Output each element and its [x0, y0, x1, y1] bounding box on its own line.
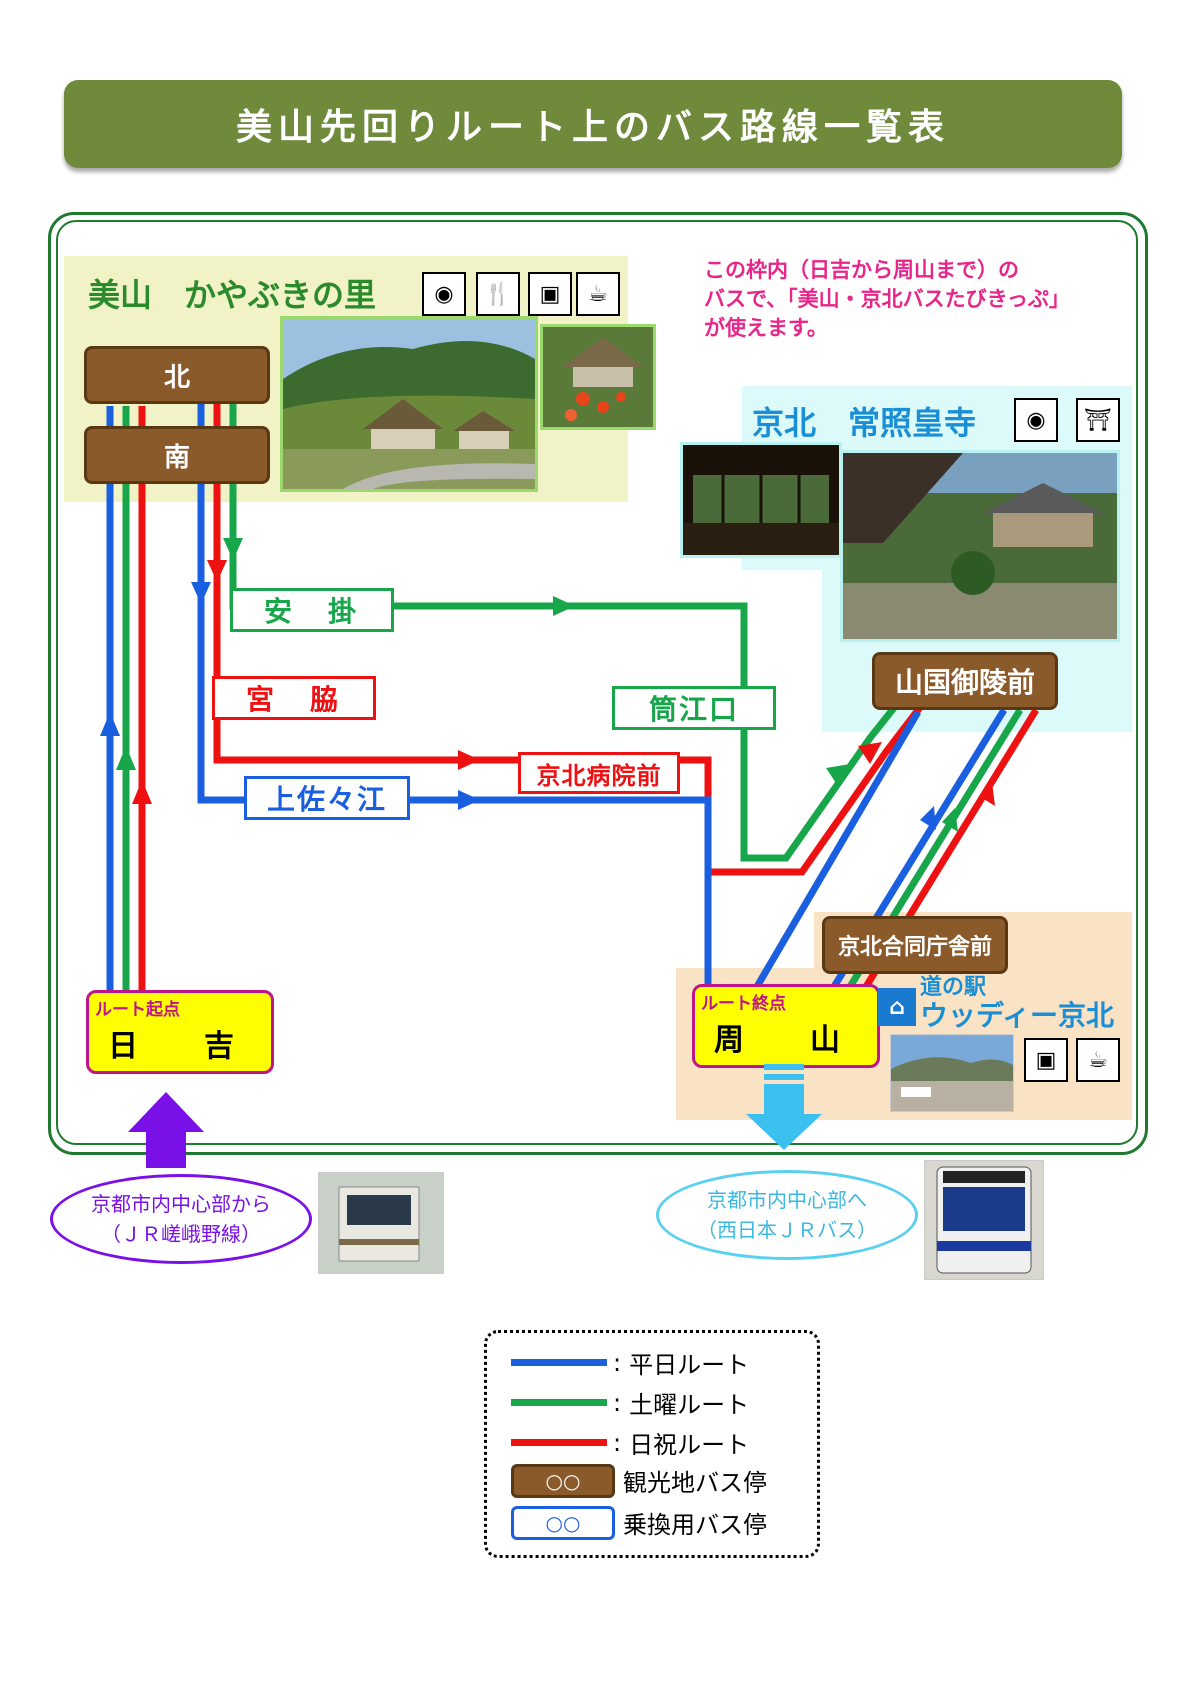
- miyama-flower-illustration: [543, 327, 653, 427]
- legend-weekday-swatch: [511, 1359, 607, 1366]
- jr-bus-photo: [924, 1160, 1044, 1280]
- direction-arrows: [100, 538, 995, 832]
- end-terminal-shuzan: ルート終点 周 山: [692, 984, 880, 1068]
- miyama-village-photo: [280, 316, 538, 492]
- stop-yamaguni-goryo: 山国御陵前: [872, 652, 1058, 710]
- ticket-note: この枠内（日吉から周山まで）の バスで、「美山・京北バスたびきっぷ」 が使えます…: [704, 258, 1070, 340]
- legend-tourist-stop: ○○ 観光地バス停: [511, 1463, 767, 1498]
- shopping-icon: ▣: [1024, 1038, 1068, 1082]
- ticket-area-frame-inner: [56, 220, 1138, 1145]
- stop-agake: 安 掛: [230, 588, 394, 632]
- cafe-icon: ☕: [1076, 1038, 1120, 1082]
- to-kyoto-arrow: [746, 1064, 822, 1150]
- michi-no-eki-illustration: [891, 1035, 1013, 1111]
- page-title: 美山先回りルート上のバス路線一覧表: [64, 80, 1122, 168]
- stop-keihoku-godo: 京北合同庁舎前: [822, 916, 1008, 974]
- michi-no-eki-label: 道の駅 ウッディー京北: [920, 975, 1115, 1032]
- ticket-area-frame: [48, 212, 1148, 1155]
- stop-keihoku-hospital: 京北病院前: [518, 752, 680, 794]
- stop-miyama-south: 南: [84, 426, 270, 484]
- legend-saturday: : 土曜ルート: [511, 1385, 749, 1420]
- legend-saturday-swatch: [511, 1399, 607, 1406]
- stop-kamisasae: 上佐々江: [244, 776, 410, 820]
- legend-holiday-swatch: [511, 1439, 607, 1446]
- jouzou-temple-illustration: [843, 453, 1117, 639]
- legend-weekday: : 平日ルート: [511, 1345, 749, 1380]
- jr-train-photo: [318, 1172, 444, 1274]
- to-kyoto-label: 京都市内中心部へ （西日本ＪＲバス）: [656, 1170, 918, 1260]
- camera-icon: ◉: [1014, 398, 1058, 442]
- restaurant-icon: 🍴: [476, 272, 520, 316]
- from-kyoto-label: 京都市内中心部から （ＪＲ嵯峨野線）: [50, 1174, 312, 1264]
- jouzou-interior-illustration: [683, 445, 839, 555]
- legend: : 平日ルート : 土曜ルート : 日祝ルート ○○ 観光地バス停 ○○ 乗換用…: [484, 1330, 820, 1558]
- cafe-icon: ☕: [576, 272, 620, 316]
- shopping-icon: ▣: [528, 272, 572, 316]
- jr-train-illustration: [319, 1173, 443, 1273]
- temple-icon: ⛩: [1076, 398, 1120, 442]
- stop-miyama-north: 北: [84, 346, 270, 404]
- start-terminal-hiyoshi: ルート起点 日 吉: [86, 990, 274, 1074]
- legend-transfer-stop: ○○ 乗換用バス停: [511, 1505, 767, 1540]
- stop-miyawaki: 宮 脇: [212, 676, 376, 720]
- weekday-route: [197, 480, 922, 994]
- miyama-village-illustration: [283, 319, 535, 489]
- michi-no-eki-photo: [890, 1034, 1014, 1112]
- stop-tsutsueguchi: 筒江口: [612, 686, 776, 730]
- jouzou-temple-photo: [840, 450, 1120, 642]
- legend-holiday: : 日祝ルート: [511, 1425, 749, 1460]
- camera-icon: ◉: [422, 272, 466, 316]
- miyama-heading: 美山 かやぶきの里: [88, 276, 377, 314]
- michi-no-eki-icon: ⌂: [878, 988, 916, 1026]
- legend-transfer-stop-swatch: ○○: [511, 1505, 615, 1540]
- miyama-flower-photo: [540, 324, 656, 430]
- jouzou-interior-photo: [680, 442, 842, 558]
- legend-tourist-stop-swatch: ○○: [511, 1463, 615, 1498]
- jr-bus-illustration: [925, 1161, 1043, 1279]
- jouzou-heading: 京北 常照皇寺: [752, 404, 977, 442]
- from-kyoto-arrow: [128, 1092, 204, 1168]
